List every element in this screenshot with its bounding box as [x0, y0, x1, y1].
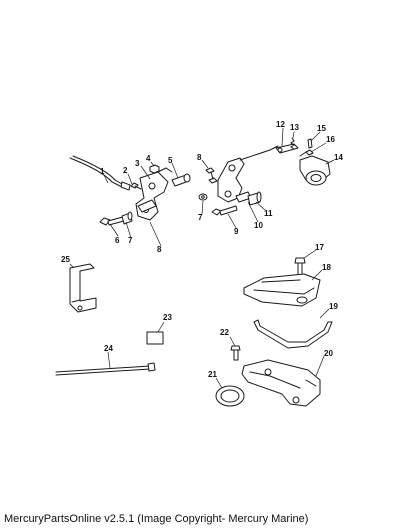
part-14-cam-follower: [299, 151, 331, 186]
callout-12: 12: [276, 120, 285, 129]
part-10-throttle-arm: [217, 145, 279, 203]
callouts: 1 2 3 4 5 6 7 7 8 8 9 10 11 12 13 14 15 …: [61, 120, 343, 379]
callout-25: 25: [61, 255, 70, 264]
callout-21: 21: [208, 370, 217, 379]
part-21-grommet: [215, 385, 245, 407]
callout-4: 4: [146, 154, 151, 163]
part-8-hardware-right: [205, 167, 218, 184]
callout-20: 20: [324, 349, 333, 358]
part-11-bushing: [247, 191, 262, 206]
part-23-decal: [146, 331, 164, 345]
callout-22: 22: [220, 328, 229, 337]
copyright-footer: MercuryPartsOnline v2.5.1 (Image Copyrig…: [4, 513, 309, 525]
part-7-bushing-right: [198, 193, 208, 201]
callout-23: 23: [163, 313, 172, 322]
part-2-screw: [130, 182, 142, 190]
part-22-screw: [230, 345, 241, 361]
callout-3: 3: [135, 159, 140, 168]
part-7-bushing-left: [121, 211, 133, 225]
callout-9: 9: [234, 227, 239, 236]
callout-6: 6: [115, 236, 120, 245]
part-1-link-rod: [69, 155, 131, 191]
callout-8-right: 8: [197, 153, 202, 162]
part-15-pin: [307, 138, 313, 149]
callout-24: 24: [104, 344, 113, 353]
callout-16: 16: [326, 135, 335, 144]
callout-7-right: 7: [198, 213, 203, 222]
part-13-spring: [290, 137, 295, 150]
part-18-cover: [243, 273, 321, 307]
callout-13: 13: [290, 123, 299, 132]
callout-5: 5: [168, 156, 173, 165]
callout-1: 1: [100, 167, 105, 176]
callout-8-left: 8: [157, 245, 162, 254]
exploded-parts-diagram: 1 2 3 4 5 6 7 7 8 8 9 10 11 12 13 14 15 …: [55, 120, 343, 407]
part-25-bracket: [69, 263, 97, 313]
callout-19: 19: [329, 302, 338, 311]
part-24-cable-tie: [55, 362, 156, 376]
callout-17: 17: [315, 243, 324, 252]
callout-11: 11: [264, 209, 273, 218]
callout-2: 2: [123, 166, 128, 175]
callout-15: 15: [317, 124, 326, 133]
callout-10: 10: [254, 221, 263, 230]
part-16-screw: [305, 149, 314, 156]
leader-lines: [69, 127, 335, 389]
part-9-bolt: [211, 205, 238, 216]
callout-7-left: 7: [128, 236, 133, 245]
part-19-clip: [253, 319, 333, 349]
callout-14: 14: [334, 153, 343, 162]
part-20-bracket: [241, 359, 321, 407]
callout-18: 18: [322, 263, 331, 272]
part-17-screw: [294, 257, 306, 276]
part-5-sleeve: [171, 173, 191, 187]
part-12-link: [275, 143, 299, 154]
part-8-lever-left: [135, 167, 173, 221]
